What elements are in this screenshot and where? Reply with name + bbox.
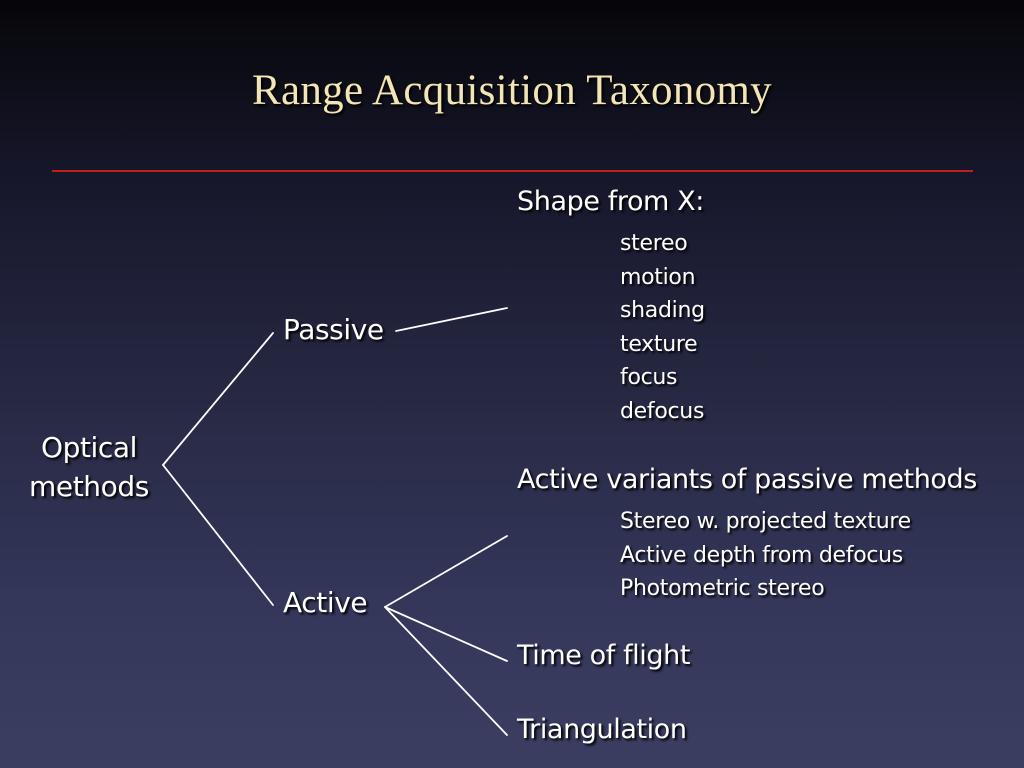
active-node: Active [283, 586, 368, 619]
list-item: Active depth from defocus [620, 542, 903, 568]
passive-node: Passive [283, 313, 384, 346]
list-item: Photometric stereo [620, 576, 825, 602]
connector-active-triangulation [384, 606, 508, 736]
list-item: defocus [620, 398, 705, 424]
connector-active-tof [384, 606, 508, 662]
list-item: shading [620, 298, 705, 324]
active-variants-list: Stereo w. projected texture Active depth… [620, 505, 911, 606]
connector-active-variants [384, 535, 508, 608]
shape-from-x-list: stereo motion shading texture focus defo… [620, 227, 705, 429]
list-item: focus [620, 365, 678, 391]
list-item: motion [620, 264, 696, 290]
connector-root-active [162, 464, 274, 606]
root-label-line1: Optical [40, 431, 138, 464]
time-of-flight-node: Time of flight [517, 640, 691, 671]
connector-root-passive [162, 332, 274, 466]
list-item: stereo [620, 231, 688, 256]
list-item: Stereo w. projected texture [620, 509, 911, 534]
title-divider [52, 170, 973, 172]
root-label-line2: methods [29, 470, 149, 503]
slide-title: Range Acquisition Taxonomy [252, 67, 772, 114]
triangulation-node: Triangulation [517, 714, 687, 745]
active-variants-heading: Active variants of passive methods [517, 464, 977, 495]
list-item: texture [620, 331, 698, 357]
root-node-optical-methods: Optical methods [20, 428, 158, 506]
shape-from-x-heading: Shape from X: [517, 186, 704, 217]
connector-passive-shape [395, 307, 508, 332]
